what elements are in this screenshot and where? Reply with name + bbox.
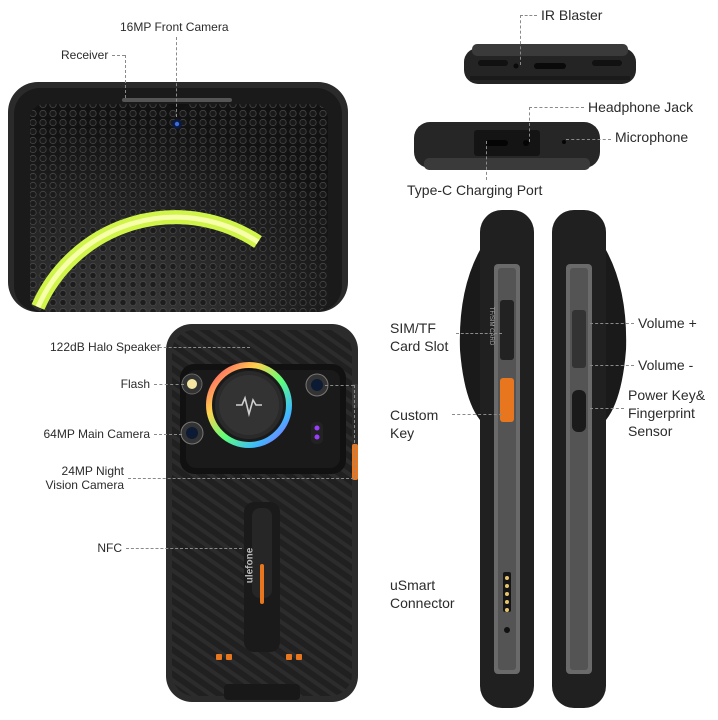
label-sim-2: Card Slot bbox=[390, 338, 449, 354]
leader-microphone bbox=[566, 139, 611, 140]
label-power-1: Power Key& bbox=[628, 387, 706, 403]
brand-logo: ulefone bbox=[244, 547, 256, 584]
phone-bottom-edge bbox=[414, 122, 600, 170]
ir-leds bbox=[311, 422, 323, 444]
leader-ir-h bbox=[520, 15, 537, 16]
leader-night-camera-h bbox=[128, 478, 354, 479]
label-custom-1: Custom bbox=[390, 407, 439, 423]
label-usmart-1: uSmart bbox=[390, 577, 436, 593]
label-type-c: Type-C Charging Port bbox=[407, 182, 543, 198]
leader-receiver-v bbox=[125, 55, 126, 98]
phone-top-edge bbox=[464, 44, 636, 84]
label-usmart-2: Connector bbox=[390, 595, 455, 611]
label-front-camera: 16MP Front Camera bbox=[120, 20, 229, 34]
label-custom-2: Key bbox=[390, 425, 415, 441]
leader-headphone-v bbox=[529, 107, 530, 142]
phone-left-side bbox=[459, 210, 534, 708]
label-halo-speaker: 122dB Halo Speaker bbox=[50, 340, 161, 354]
label-power-2: Fingerprint bbox=[628, 405, 695, 421]
sim-tray-text: TF/SIM CARD bbox=[488, 306, 495, 346]
label-night-camera-1: 24MP Night bbox=[61, 464, 124, 478]
label-flash: Flash bbox=[120, 377, 150, 391]
leader-headphone-h bbox=[529, 107, 584, 108]
label-sim-1: SIM/TF bbox=[390, 320, 436, 336]
label-headphone-jack: Headphone Jack bbox=[588, 99, 694, 115]
label-receiver: Receiver bbox=[61, 48, 109, 62]
leader-night-camera-v bbox=[354, 385, 355, 478]
receiver-slot bbox=[122, 98, 232, 102]
phone-front-view bbox=[8, 82, 348, 312]
flash-lens bbox=[181, 373, 203, 395]
leader-main-camera bbox=[154, 434, 182, 435]
leader-front-camera bbox=[176, 37, 177, 117]
front-camera-lens bbox=[172, 119, 182, 129]
leader-sim bbox=[456, 333, 502, 334]
leader-type-c bbox=[486, 141, 487, 180]
label-night-camera-2: Vision Camera bbox=[45, 478, 124, 492]
phone-right-side bbox=[552, 210, 627, 708]
leader-power bbox=[590, 408, 624, 409]
label-microphone: Microphone bbox=[615, 129, 689, 145]
leader-custom bbox=[452, 414, 502, 415]
label-nfc: NFC bbox=[97, 541, 122, 555]
label-main-camera: 64MP Main Camera bbox=[43, 427, 151, 441]
leader-night-camera-top bbox=[325, 385, 354, 386]
label-volume-down: Volume - bbox=[638, 357, 694, 373]
leader-nfc bbox=[126, 548, 242, 549]
usmart-pins bbox=[505, 576, 509, 612]
leader-halo-speaker bbox=[154, 347, 250, 348]
leader-volume-down bbox=[590, 365, 634, 366]
label-volume-up: Volume + bbox=[638, 315, 697, 331]
halo-speaker-ring bbox=[206, 362, 292, 448]
leader-flash bbox=[154, 384, 184, 385]
label-ir-blaster: IR Blaster bbox=[541, 7, 603, 23]
leader-ir-v bbox=[520, 15, 521, 65]
label-power-3: Sensor bbox=[628, 423, 673, 439]
leader-volume-up bbox=[590, 323, 634, 324]
leader-receiver-h bbox=[112, 55, 125, 56]
main-camera-lens bbox=[180, 421, 204, 445]
